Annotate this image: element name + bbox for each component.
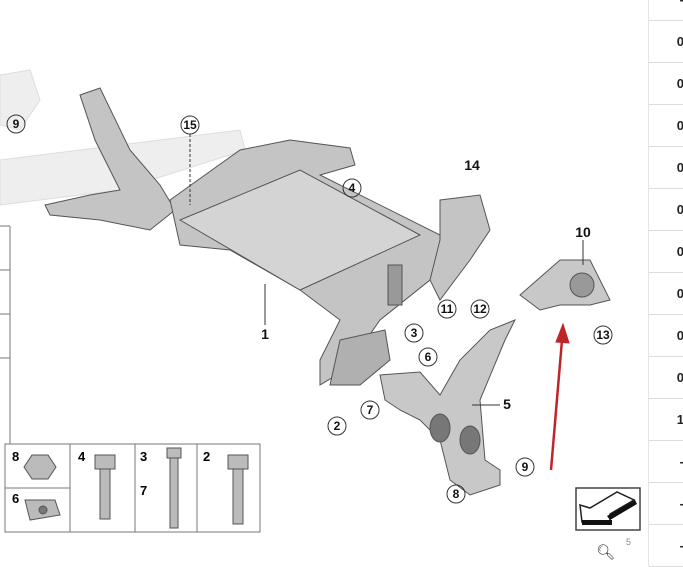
callout-7: 7	[367, 403, 374, 417]
quantity-cell: 0	[649, 189, 683, 231]
parts-diagram: 8 4 3 2 6 7 9 15 4 14 10 11 12 13 3 1 6 …	[0, 69, 641, 547]
quantity-cell: 0	[649, 231, 683, 273]
callout-4: 4	[349, 181, 356, 195]
front-subframe	[44, 87, 491, 386]
callout-14: 14	[464, 157, 480, 173]
callout-2: 2	[334, 419, 341, 433]
quantity-cell: -	[649, 525, 683, 567]
direction-view-icon[interactable]	[575, 487, 641, 531]
quantity-cell: 0	[649, 273, 683, 315]
control-arm	[379, 319, 517, 496]
quantity-cell: -	[649, 0, 683, 21]
legend-2: 2	[203, 449, 210, 464]
legend-8: 8	[12, 449, 19, 464]
legend-6: 6	[12, 491, 19, 506]
bushing-bracket	[519, 259, 611, 311]
quantity-cell: 0	[649, 21, 683, 63]
quantity-cell: 0	[649, 63, 683, 105]
callout-9b: 9	[522, 460, 529, 474]
page-mark: 5	[626, 537, 631, 547]
legend-4: 4	[78, 449, 86, 464]
legend-3: 3	[140, 449, 147, 464]
fastener-legend	[0, 225, 261, 533]
quantity-cell: -	[649, 483, 683, 525]
callout-12: 12	[473, 302, 487, 316]
callout-3: 3	[411, 326, 418, 340]
callout-6: 6	[425, 350, 432, 364]
red-arrow-indicator	[549, 322, 570, 471]
callout-11: 11	[441, 302, 454, 316]
callout-8: 8	[453, 487, 460, 501]
callout-5: 5	[503, 396, 511, 412]
zoom-in-icon[interactable]: 🔍︎	[596, 544, 616, 561]
quantity-cell: -	[649, 441, 683, 483]
legend-7: 7	[140, 483, 147, 498]
quantity-cell: 0	[649, 357, 683, 399]
quantity-cell: 1	[649, 399, 683, 441]
quantity-cell: 0	[649, 105, 683, 147]
callout-10: 10	[575, 224, 591, 240]
callout-9: 9	[13, 117, 20, 131]
callout-1: 1	[261, 326, 269, 342]
quantity-cell: 0	[649, 315, 683, 357]
fastener-images	[23, 447, 249, 529]
callout-13: 13	[596, 328, 610, 342]
callout-15: 15	[183, 118, 197, 132]
quantity-cell: 0	[649, 147, 683, 189]
